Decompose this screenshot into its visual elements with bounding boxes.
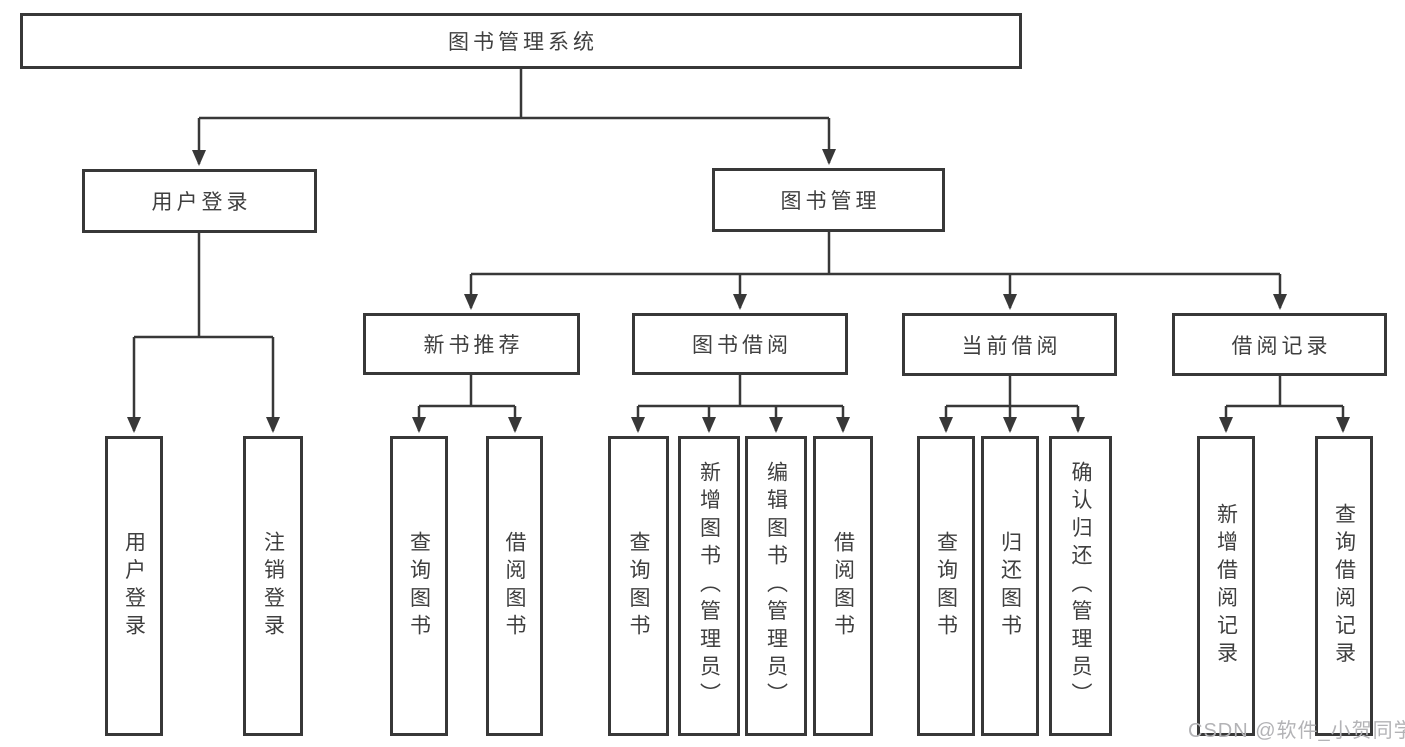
leaf-add-borrow-record: 新增借阅记录: [1197, 436, 1255, 736]
leaf-query-borrow-record-label: 查询借阅记录: [1332, 502, 1356, 670]
leaf-borrow-books: 借阅图书: [813, 436, 873, 736]
leaf-edit-book-admin: 编辑图书（管理员）: [745, 436, 807, 736]
leaf-return-book: 归还图书: [981, 436, 1039, 736]
node-new-book-recommend: 新书推荐: [363, 313, 580, 375]
leaf-edit-book-admin-label: 编辑图书（管理员）: [764, 461, 788, 711]
leaf-confirm-return-admin-label: 确认归还（管理员）: [1069, 461, 1092, 711]
leaf-return-book-label: 归还图书: [998, 530, 1022, 642]
leaf-query-books-current: 查询图书: [917, 436, 975, 736]
leaf-query-books-borrow-label: 查询图书: [627, 530, 650, 642]
leaf-query-books-borrow: 查询图书: [608, 436, 669, 736]
leaf-logout: 注销登录: [243, 436, 303, 736]
leaf-add-book-admin-label: 新增图书（管理员）: [697, 461, 721, 711]
leaf-borrow-books-recommend-label: 借阅图书: [503, 530, 526, 642]
node-book-borrow-label: 图书借阅: [692, 334, 792, 357]
node-book-management-label: 图书管理: [780, 190, 881, 213]
node-borrow-records-label: 借阅记录: [1231, 334, 1332, 358]
leaf-borrow-books-label: 借阅图书: [831, 530, 855, 642]
node-user-login: 用户登录: [82, 169, 317, 233]
node-new-book-recommend-label: 新书推荐: [423, 334, 524, 357]
leaf-query-books-recommend: 查询图书: [390, 436, 448, 736]
node-root: 图书管理系统: [20, 13, 1022, 69]
leaf-query-books-current-label: 查询图书: [934, 530, 958, 642]
leaf-add-book-admin: 新增图书（管理员）: [678, 436, 740, 736]
leaf-confirm-return-admin: 确认归还（管理员）: [1049, 436, 1112, 736]
leaf-logout-label: 注销登录: [261, 530, 285, 642]
leaf-add-borrow-record-label: 新增借阅记录: [1214, 502, 1238, 670]
leaf-borrow-books-recommend: 借阅图书: [486, 436, 543, 736]
node-current-borrow-label: 当前借阅: [961, 334, 1062, 358]
leaf-user-login-label: 用户登录: [122, 530, 146, 642]
node-borrow-records: 借阅记录: [1172, 313, 1387, 376]
csdn-watermark: CSDN @软件_小贺同学: [1188, 720, 1405, 742]
node-root-label: 图书管理系统: [448, 31, 598, 54]
leaf-query-borrow-record: 查询借阅记录: [1315, 436, 1373, 736]
node-user-login-label: 用户登录: [151, 191, 252, 214]
node-book-borrow: 图书借阅: [632, 313, 848, 375]
leaf-user-login: 用户登录: [105, 436, 163, 736]
node-current-borrow: 当前借阅: [902, 313, 1117, 376]
node-book-management: 图书管理: [712, 168, 945, 232]
leaf-query-books-recommend-label: 查询图书: [407, 530, 431, 642]
